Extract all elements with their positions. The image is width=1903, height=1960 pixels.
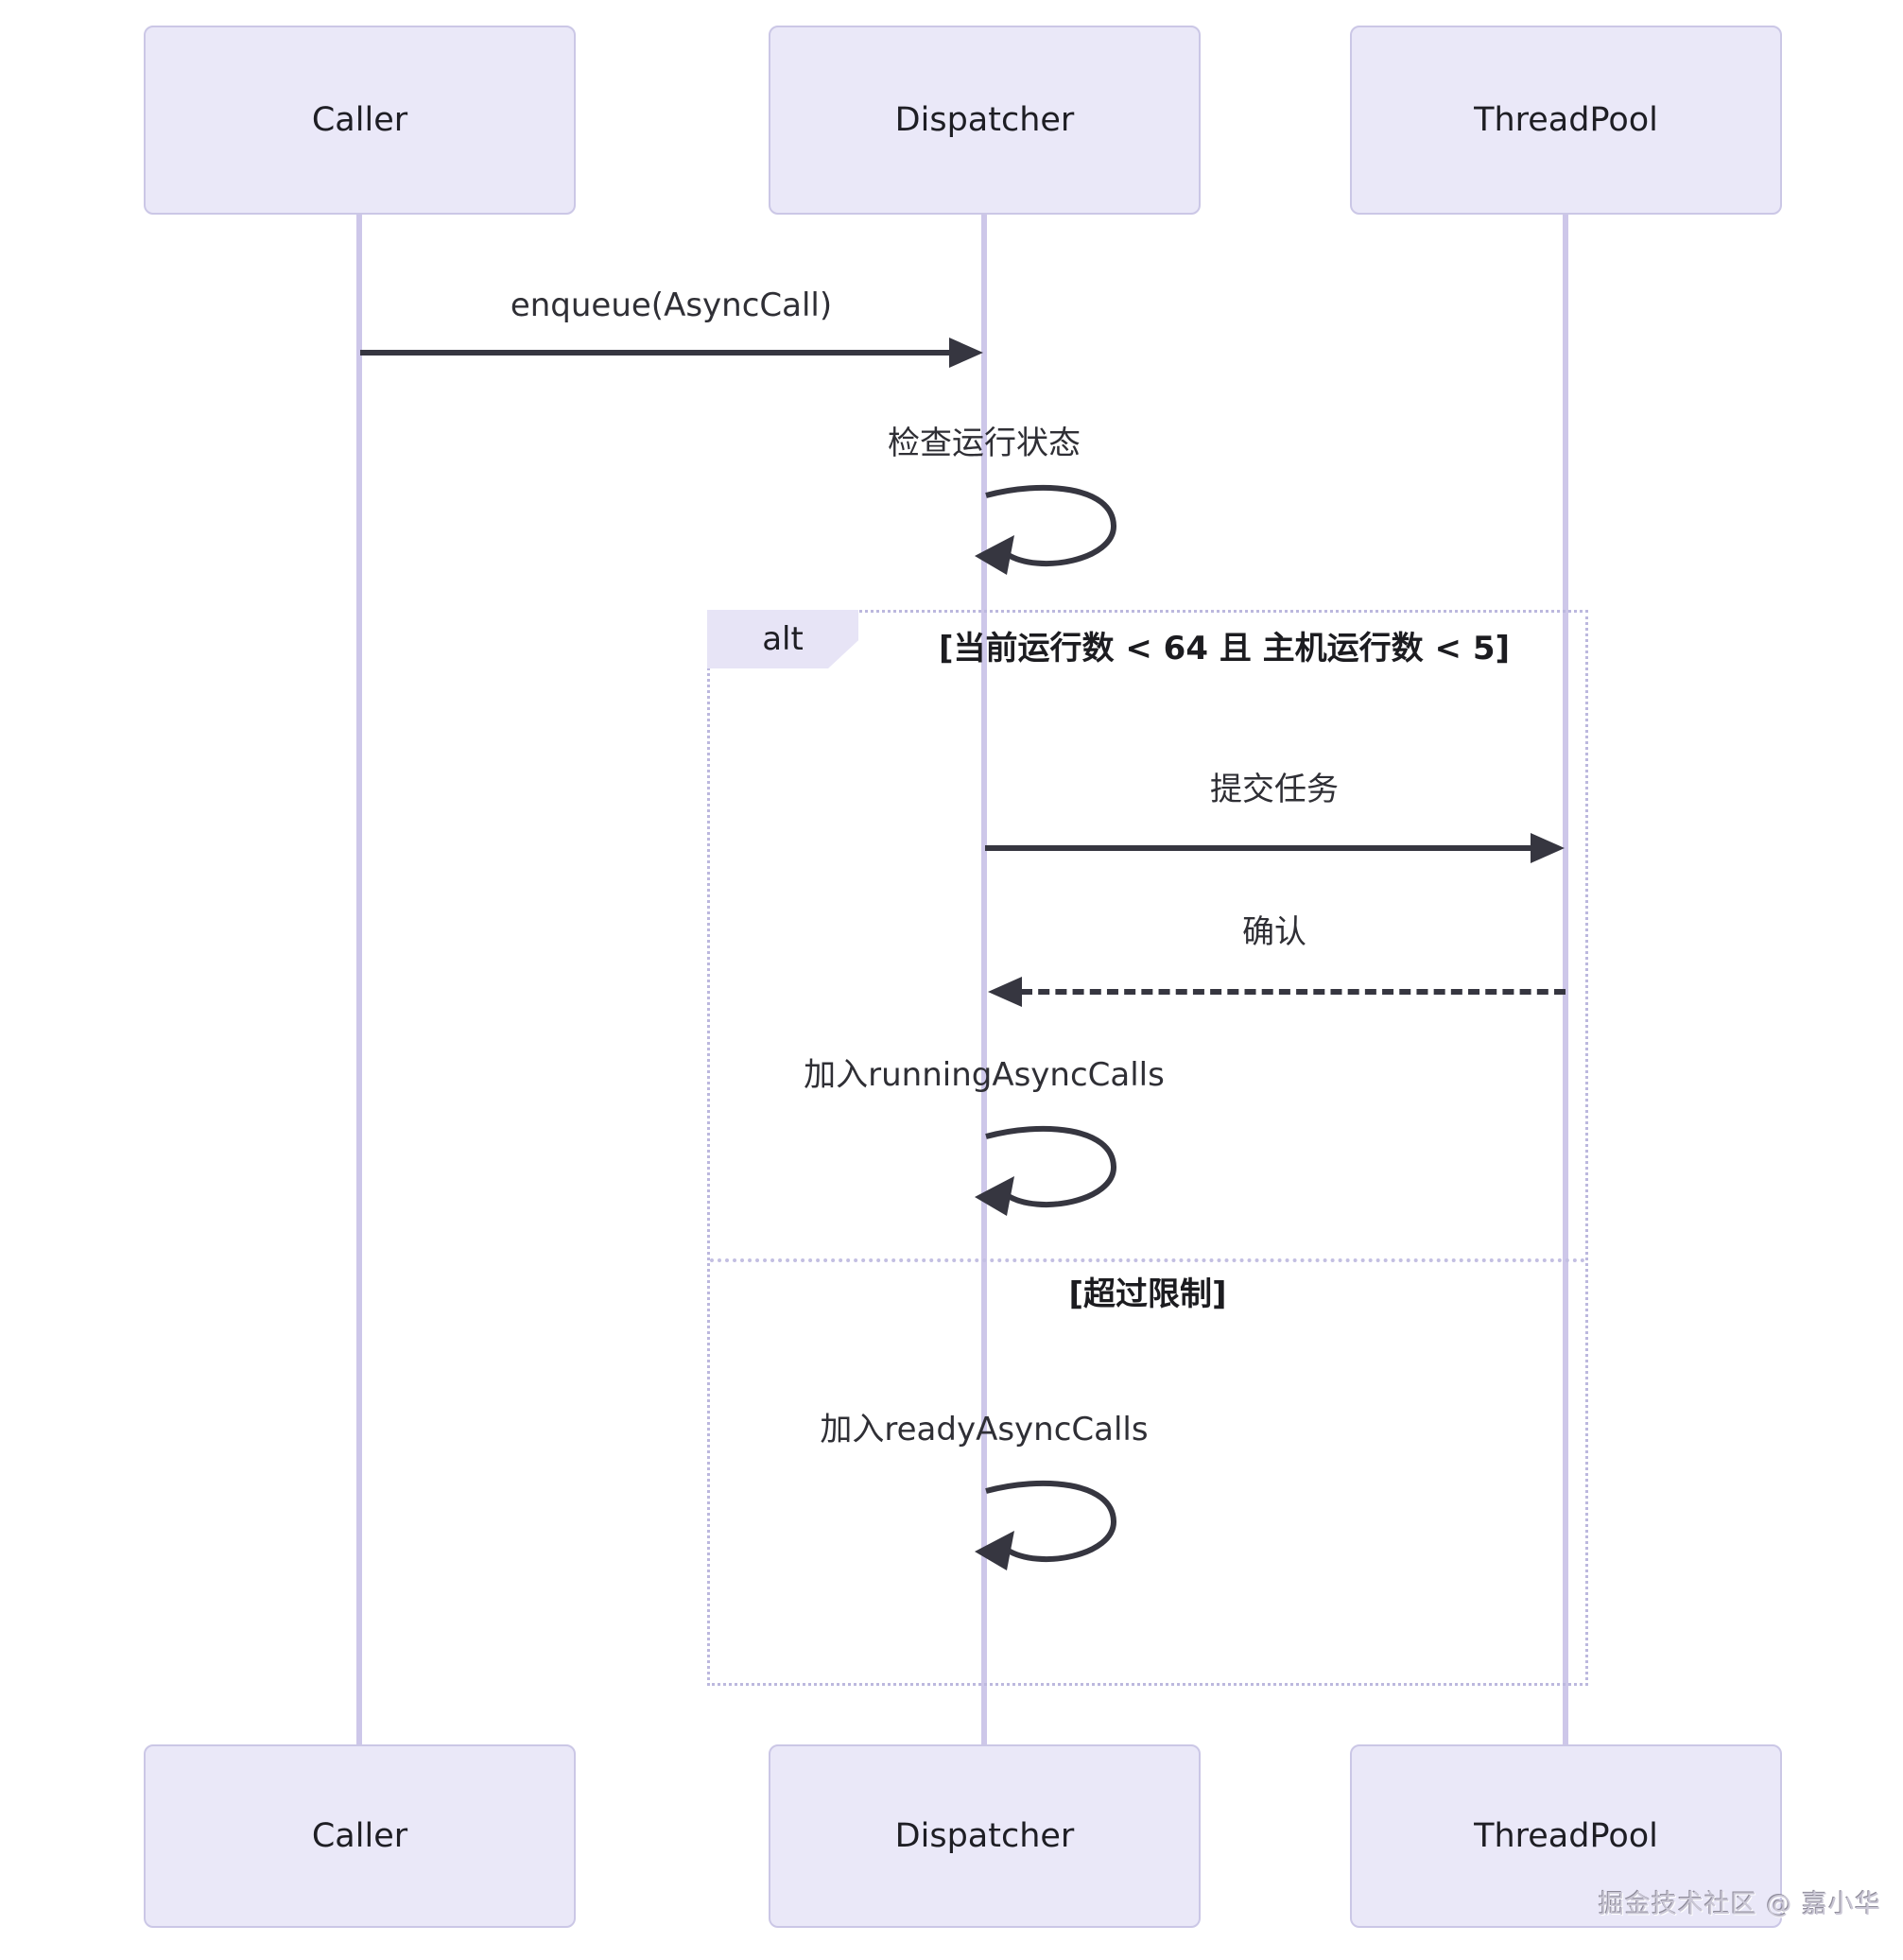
self-loop-arrow-check-status xyxy=(975,484,1117,575)
watermark: 掘金技术社区 @ 嘉小华 xyxy=(1598,1890,1881,1919)
lifeline-caller xyxy=(356,214,362,1744)
alt-tab-label: alt xyxy=(762,620,804,658)
arrow-enqueue-line xyxy=(360,350,950,356)
lifeline-dispatcher xyxy=(981,214,987,1744)
message-label-enqueue: enqueue(AsyncCall) xyxy=(510,286,833,324)
message-label-submit-task: 提交任务 xyxy=(1210,771,1339,808)
participant-label: Caller xyxy=(311,1817,408,1855)
alt-condition-label: [当前运行数 < 64 且 主机运行数 < 5] xyxy=(938,630,1511,668)
alt-frame xyxy=(707,610,1588,1686)
message-label-check-status: 检查运行状态 xyxy=(888,425,1081,462)
participant-dispatcher-top: Dispatcher xyxy=(769,26,1201,215)
participant-threadpool-top: ThreadPool xyxy=(1350,26,1782,215)
participant-dispatcher-bottom: Dispatcher xyxy=(769,1744,1201,1928)
participant-threadpool-bottom: ThreadPool xyxy=(1350,1744,1782,1928)
message-label-ack: 确认 xyxy=(1242,913,1306,951)
arrow-ack-head-icon xyxy=(988,977,1022,1007)
participant-label: Caller xyxy=(311,101,408,139)
participant-caller-bottom: Caller xyxy=(144,1744,576,1928)
arrow-ack-line xyxy=(1021,989,1566,995)
participant-label: ThreadPool xyxy=(1474,1817,1658,1855)
arrow-submit-task-head-icon xyxy=(1531,833,1565,863)
participant-label: ThreadPool xyxy=(1474,101,1658,139)
self-loop-arrow-add-running xyxy=(975,1125,1117,1216)
alt-else-condition-label: [超过限制] xyxy=(1068,1275,1227,1313)
participant-caller-top: Caller xyxy=(144,26,576,215)
self-loop-arrow-add-ready xyxy=(975,1480,1117,1570)
message-label-add-running: 加入runningAsyncCalls xyxy=(804,1056,1165,1094)
alt-tab: alt xyxy=(707,610,858,668)
participant-label: Dispatcher xyxy=(894,1817,1075,1855)
alt-divider xyxy=(710,1258,1585,1262)
arrow-enqueue-head-icon xyxy=(949,338,983,368)
message-label-add-ready: 加入readyAsyncCalls xyxy=(820,1411,1149,1448)
participant-label: Dispatcher xyxy=(894,101,1075,139)
lifeline-threadpool xyxy=(1563,214,1568,1744)
arrow-submit-task-line xyxy=(985,845,1531,851)
